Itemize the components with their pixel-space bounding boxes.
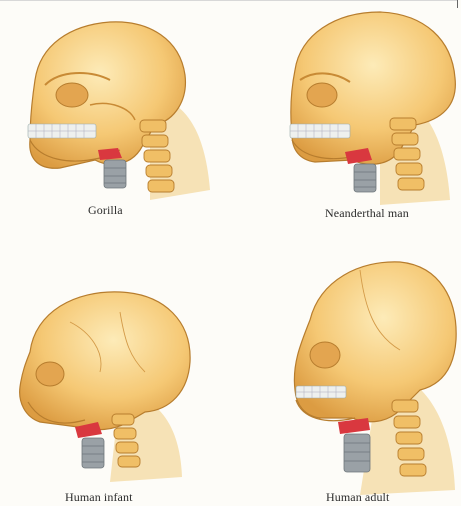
panel-human-adult: Human adult xyxy=(230,250,461,506)
neanderthal-skull-illustration xyxy=(230,0,461,240)
adult-larynx xyxy=(344,434,370,472)
caption-human-adult: Human adult xyxy=(326,490,389,505)
infant-eye-socket xyxy=(36,362,64,386)
infant-cranium xyxy=(20,292,190,430)
panel-neanderthal: Neanderthal man xyxy=(230,0,461,240)
panel-gorilla: Gorilla xyxy=(0,0,230,240)
gorilla-eye-socket xyxy=(56,83,88,107)
adult-skull-illustration xyxy=(230,250,461,506)
panel-human-infant: Human infant xyxy=(0,262,230,506)
caption-gorilla: Gorilla xyxy=(88,203,123,218)
gorilla-larynx xyxy=(104,160,126,188)
neanderthal-larynx xyxy=(354,164,376,192)
adult-eye-socket xyxy=(310,342,340,368)
infant-skull-illustration xyxy=(0,262,230,506)
neanderthal-eye-socket xyxy=(307,83,337,107)
caption-human-infant: Human infant xyxy=(65,490,133,505)
caption-neanderthal: Neanderthal man xyxy=(325,206,409,221)
infant-larynx xyxy=(82,438,104,468)
gorilla-larynx-red xyxy=(98,148,122,160)
